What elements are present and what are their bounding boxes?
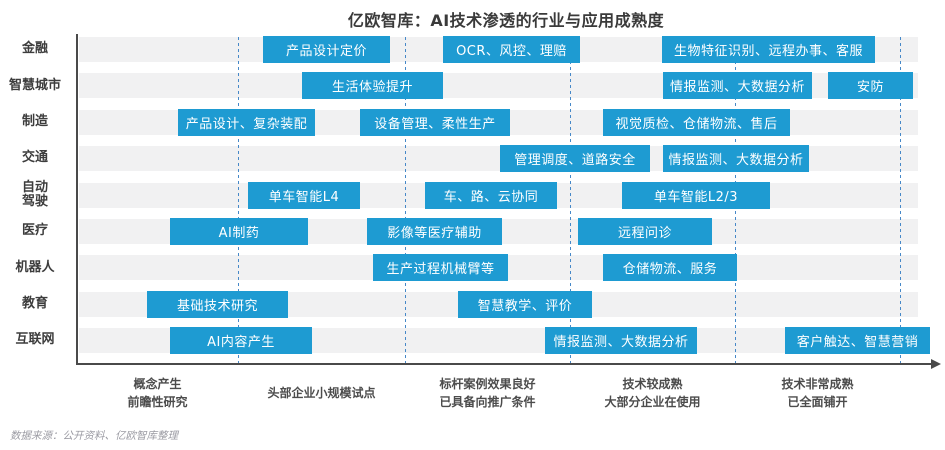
stage-label: 技术较成熟 大部分企业在使用 bbox=[604, 377, 701, 409]
maturity-bar: 单车智能L4 bbox=[248, 181, 360, 209]
maturity-bar: 远程问诊 bbox=[578, 218, 712, 245]
maturity-bar: 安防 bbox=[828, 72, 913, 100]
maturity-bar: 视觉质检、仓储物流、售后 bbox=[603, 108, 790, 136]
stage-label: 头部企业小规模试点 bbox=[267, 386, 376, 400]
y-axis-line bbox=[76, 34, 78, 365]
industry-label: 自动 驾驶 bbox=[21, 179, 48, 210]
maturity-bar: 设备管理、柔性生产 bbox=[360, 108, 510, 136]
stage-divider-line bbox=[900, 37, 901, 364]
stage-label: 技术非常成熟 已全面铺开 bbox=[781, 377, 854, 409]
maturity-bar: 情报监测、大数据分析 bbox=[545, 327, 697, 355]
stage-divider-line bbox=[238, 37, 239, 364]
industry-label: 制造 bbox=[21, 114, 48, 130]
x-axis-line bbox=[76, 363, 931, 365]
industry-label: 金融 bbox=[21, 41, 48, 57]
maturity-bar: AI制药 bbox=[170, 218, 308, 245]
maturity-bar: 产品设计、复杂装配 bbox=[178, 108, 315, 136]
industry-label: 机器人 bbox=[15, 259, 55, 275]
maturity-bar: 生活体验提升 bbox=[302, 72, 443, 100]
maturity-bar: 车、路、云协同 bbox=[425, 181, 557, 209]
maturity-bar: 情报监测、大数据分析 bbox=[663, 145, 809, 173]
stage-label: 概念产生 前瞻性研究 bbox=[127, 377, 188, 409]
industry-label: 互联网 bbox=[15, 332, 55, 348]
maturity-bar: 基础技术研究 bbox=[147, 290, 288, 318]
maturity-bar: 智慧教学、评价 bbox=[458, 290, 592, 318]
industry-label: 医疗 bbox=[21, 223, 48, 239]
maturity-bar: OCR、风控、理赔 bbox=[443, 36, 580, 63]
industry-label: 交通 bbox=[21, 150, 48, 166]
chart-title: 亿欧智库：AI技术渗透的行业与应用成熟度 bbox=[347, 11, 665, 30]
maturity-bar: 管理调度、道路安全 bbox=[500, 145, 650, 173]
maturity-bar: 影像等医疗辅助 bbox=[367, 218, 502, 245]
maturity-bar: AI内容产生 bbox=[170, 327, 312, 355]
industry-label: 教育 bbox=[21, 296, 48, 312]
maturity-bar: 客户触达、智慧营销 bbox=[785, 327, 930, 355]
maturity-bar: 情报监测、大数据分析 bbox=[663, 72, 812, 100]
stage-divider-line bbox=[405, 37, 406, 364]
maturity-bar: 单车智能L2/3 bbox=[622, 181, 770, 209]
source-note: 数据来源：公开资料、亿欧智库整理 bbox=[10, 430, 178, 442]
maturity-bar: 生物特征识别、远程办事、客服 bbox=[662, 36, 875, 63]
maturity-bar: 产品设计定价 bbox=[263, 36, 390, 63]
industry-label: 智慧城市 bbox=[8, 77, 61, 93]
maturity-bar: 仓储物流、服务 bbox=[603, 254, 737, 282]
x-axis-arrow-icon bbox=[931, 359, 941, 369]
stage-label: 标杆案例效果良好 已具备向推广条件 bbox=[439, 377, 536, 409]
maturity-bar: 生产过程机械臂等 bbox=[373, 254, 508, 282]
stage-divider-line bbox=[570, 37, 571, 364]
